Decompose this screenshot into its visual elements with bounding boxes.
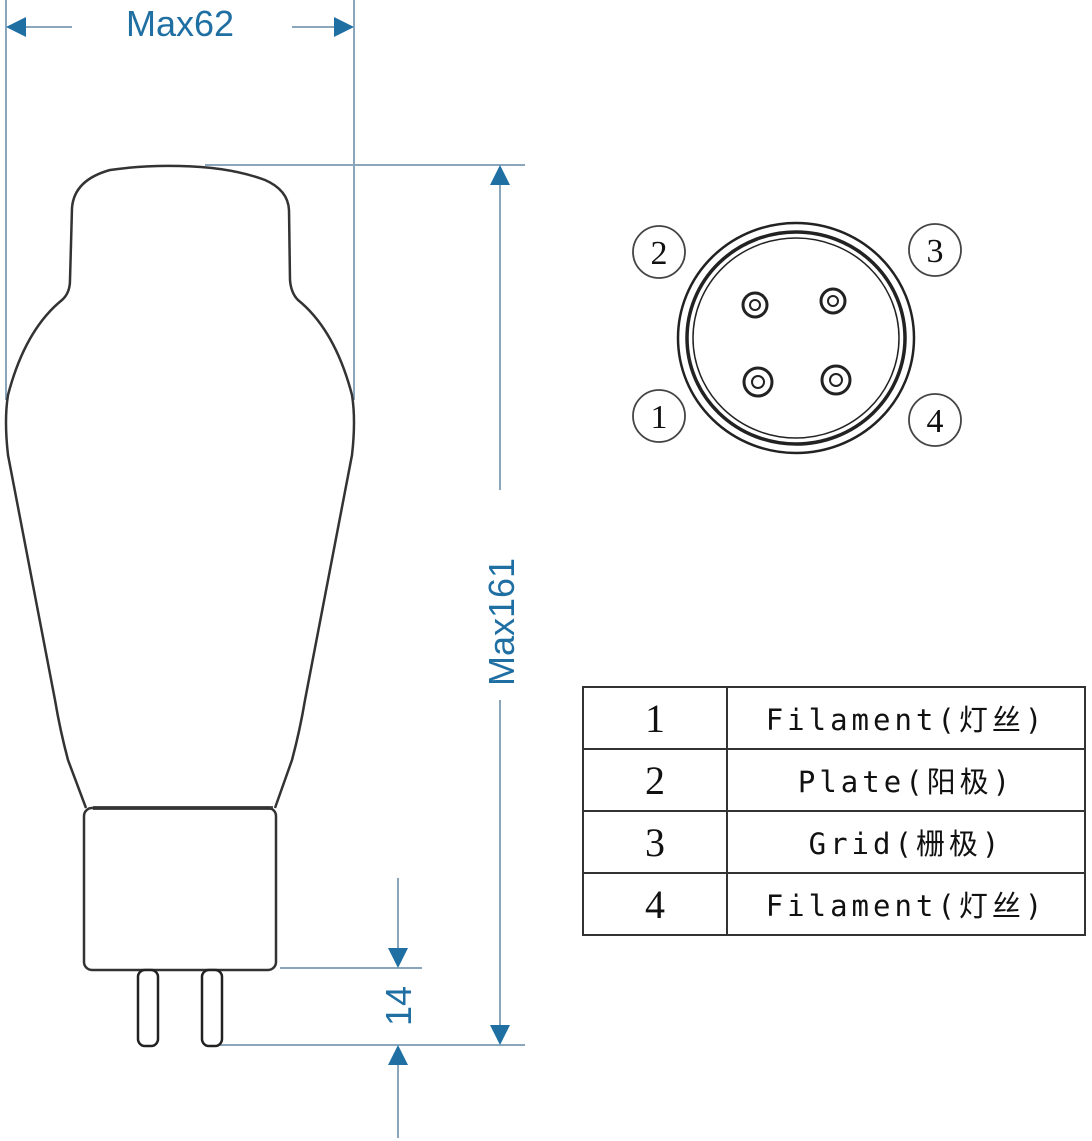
svg-text:2: 2: [651, 235, 668, 272]
table-row: 1 Filament(灯丝): [582, 686, 1086, 750]
tube-pin-left: [136, 968, 160, 1048]
pin-number: 4: [582, 872, 728, 936]
pin-function: Grid(栅极): [726, 810, 1086, 874]
socket-pin-2: [741, 291, 769, 319]
pin-function-table: 1 Filament(灯丝) 2 Plate(阳极) 3 Grid(栅极) 4 …: [582, 686, 1086, 936]
svg-text:1: 1: [651, 399, 668, 436]
pin-length-dimension: 14: [280, 878, 422, 1138]
pin-function: Filament(灯丝): [726, 872, 1086, 936]
table-row: 3 Grid(栅极): [582, 810, 1086, 874]
tube-bulb-outline: [4, 164, 356, 809]
socket-pin-4: [820, 364, 852, 396]
table-row: 2 Plate(阳极): [582, 748, 1086, 812]
svg-text:3: 3: [927, 233, 944, 270]
base-pinout-diagram: 2 3 1 4: [632, 221, 962, 455]
pin-label-2: 2: [632, 225, 686, 279]
tube-base: [82, 806, 278, 972]
pin-number: 2: [582, 748, 728, 812]
socket-pin-1: [742, 366, 774, 398]
pin-label-3: 3: [908, 223, 962, 277]
pin-length-label: 14: [378, 986, 419, 1026]
pin-number: 3: [582, 810, 728, 874]
pin-label-4: 4: [908, 393, 962, 447]
table-row: 4 Filament(灯丝): [582, 872, 1086, 936]
width-label: Max62: [126, 3, 234, 44]
pin-function: Filament(灯丝): [726, 686, 1086, 750]
height-dimension: Max161: [205, 164, 525, 1046]
pin-label-1: 1: [632, 389, 686, 443]
height-label: Max161: [481, 558, 522, 686]
socket-pin-3: [819, 287, 847, 315]
pin-function: Plate(阳极): [726, 748, 1086, 812]
width-dimension: Max62: [5, 0, 355, 400]
pin-number: 1: [582, 686, 728, 750]
tube-pin-right: [200, 968, 224, 1048]
svg-text:4: 4: [927, 403, 944, 440]
